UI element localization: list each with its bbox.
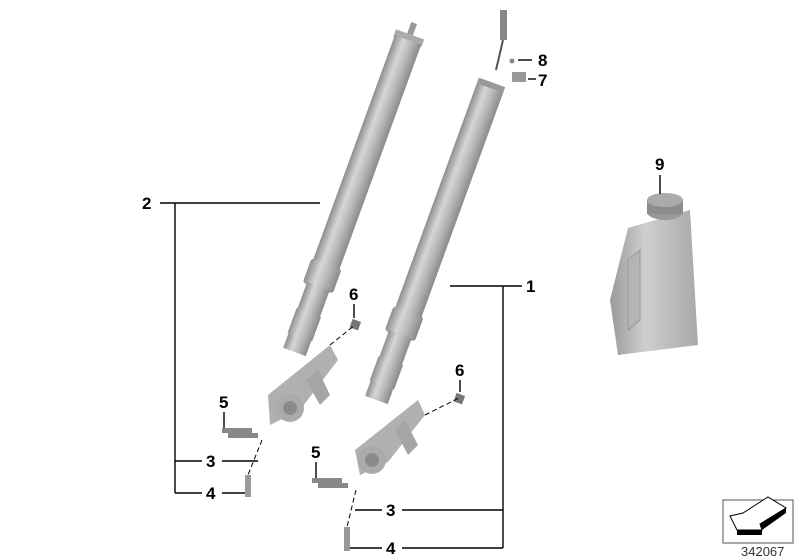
callout-1: 1 <box>526 277 535 296</box>
callout-3-right: 3 <box>386 501 395 520</box>
callout-5-left: 5 <box>219 393 228 412</box>
fork-left[interactable] <box>268 18 429 425</box>
bolt-left[interactable] <box>245 475 251 497</box>
callout-6-left: 6 <box>349 285 358 304</box>
sensor-clip[interactable] <box>495 10 526 82</box>
screws-right[interactable] <box>312 478 348 488</box>
oil-bottle[interactable] <box>610 193 698 355</box>
callout-6-right: 6 <box>455 361 464 380</box>
back-arrow-icon[interactable] <box>722 496 794 544</box>
leader-lines <box>160 59 661 549</box>
fork-right[interactable] <box>355 77 507 475</box>
callout-2: 2 <box>142 194 151 213</box>
callout-8: 8 <box>538 51 547 70</box>
cap-right[interactable] <box>453 392 466 405</box>
bolt-right[interactable] <box>344 527 350 551</box>
image-number: 342067 <box>741 544 784 559</box>
callout-7: 7 <box>538 71 547 90</box>
callout-3-left: 3 <box>206 452 215 471</box>
callout-9: 9 <box>655 155 664 174</box>
callout-4-left: 4 <box>206 484 216 503</box>
callout-5-right: 5 <box>311 443 320 462</box>
callout-4-right: 4 <box>386 539 396 558</box>
screws-left[interactable] <box>222 428 258 438</box>
cap-left[interactable] <box>349 318 362 331</box>
